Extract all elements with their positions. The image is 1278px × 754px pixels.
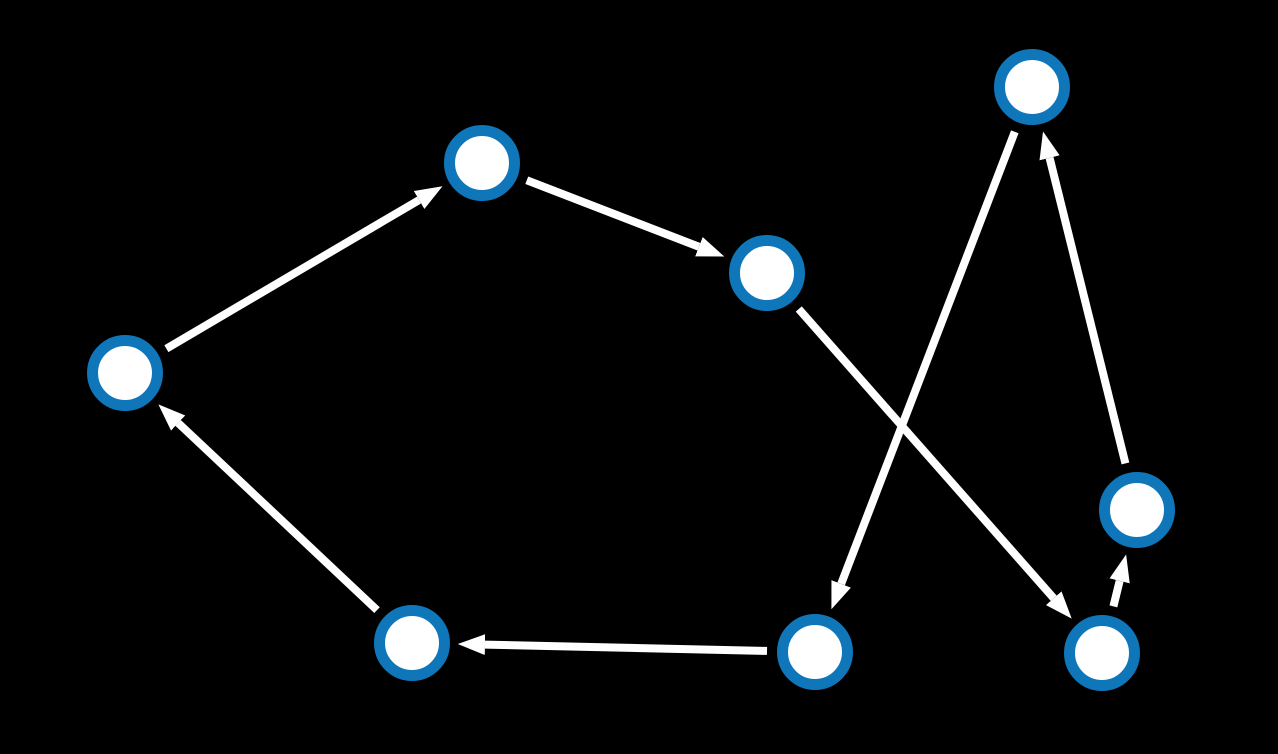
graph-edge-node-bottom-right-to-node-right	[1109, 554, 1130, 608]
graph-node-bottom-right	[1064, 615, 1140, 691]
graph-node-top-right	[994, 49, 1070, 125]
graph-node-right	[1099, 472, 1175, 548]
graph-edge-node-right-to-node-top-right	[1039, 131, 1130, 465]
graph-node-bottom-center	[777, 614, 853, 690]
graph-node-upper-middle	[444, 125, 520, 201]
graph-edge-node-top-right-to-node-bottom-center	[831, 130, 1019, 610]
graph-node-middle	[729, 235, 805, 311]
graph-edge-node-bottom-left-to-node-left	[158, 404, 380, 614]
graph-edge-node-bottom-center-to-node-bottom-left	[457, 634, 768, 656]
graph-edge-node-middle-to-node-bottom-right	[795, 306, 1072, 619]
graph-node-left	[87, 335, 163, 411]
graph-node-bottom-left	[374, 605, 450, 681]
graph-edge-node-upper-middle-to-node-middle	[525, 176, 725, 257]
graph-edge-node-left-to-node-upper-middle	[164, 186, 443, 353]
